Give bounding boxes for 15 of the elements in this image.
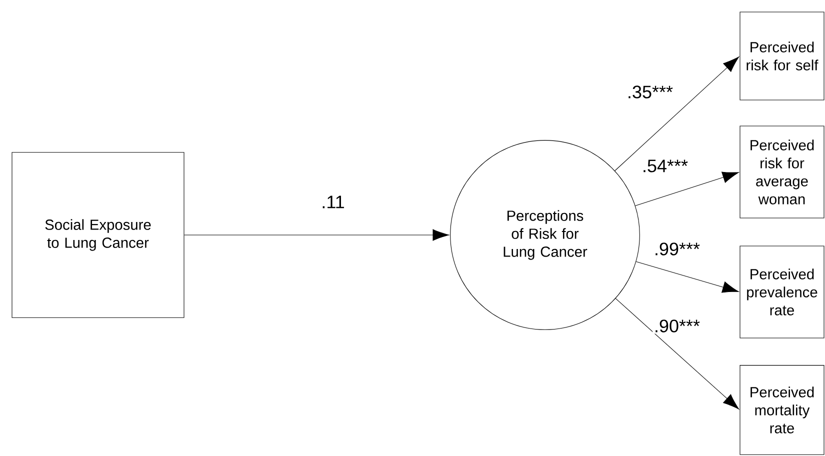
edge-label: .90*** [652,318,702,334]
variable-box: Perceived prevalence rate [740,246,824,338]
edge-label: .35*** [626,84,674,100]
variable-box: Perceived risk for average woman [740,126,824,218]
arrow [184,229,450,241]
edge-label: .11 [320,194,346,210]
variable-box: Social Exposure to Lung Cancer [12,152,184,318]
arrow [614,56,740,172]
edge-label: .99*** [652,241,702,257]
arrow [615,298,740,410]
edge-label: .54*** [640,158,690,174]
variable-box: Perceived risk for self [740,12,824,100]
arrow [636,261,739,293]
arrow [635,172,739,206]
variable-box: Perceived mortality rate [740,365,824,455]
